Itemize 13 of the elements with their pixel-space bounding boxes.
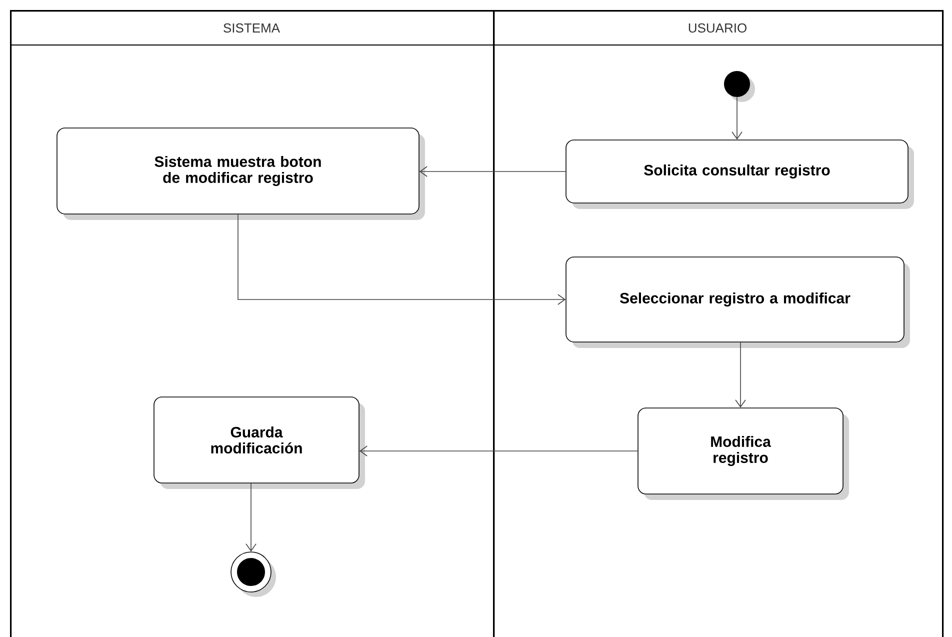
arrow <box>359 446 638 456</box>
action-box: Solicita consultar registro <box>566 140 914 209</box>
arrow <box>732 96 742 140</box>
action-box: Guarda modificación <box>154 396 365 489</box>
action-box: Seleccionar registro a modificar <box>566 256 910 348</box>
action-box: Modifica registro <box>638 408 850 500</box>
arrow <box>735 342 746 408</box>
arrow <box>419 166 566 177</box>
arrow <box>238 214 566 305</box>
arrow <box>246 483 256 552</box>
end-node <box>230 552 276 597</box>
action-box: Sistema muestra boton de modificar registro <box>56 128 425 220</box>
start-node <box>724 71 755 102</box>
